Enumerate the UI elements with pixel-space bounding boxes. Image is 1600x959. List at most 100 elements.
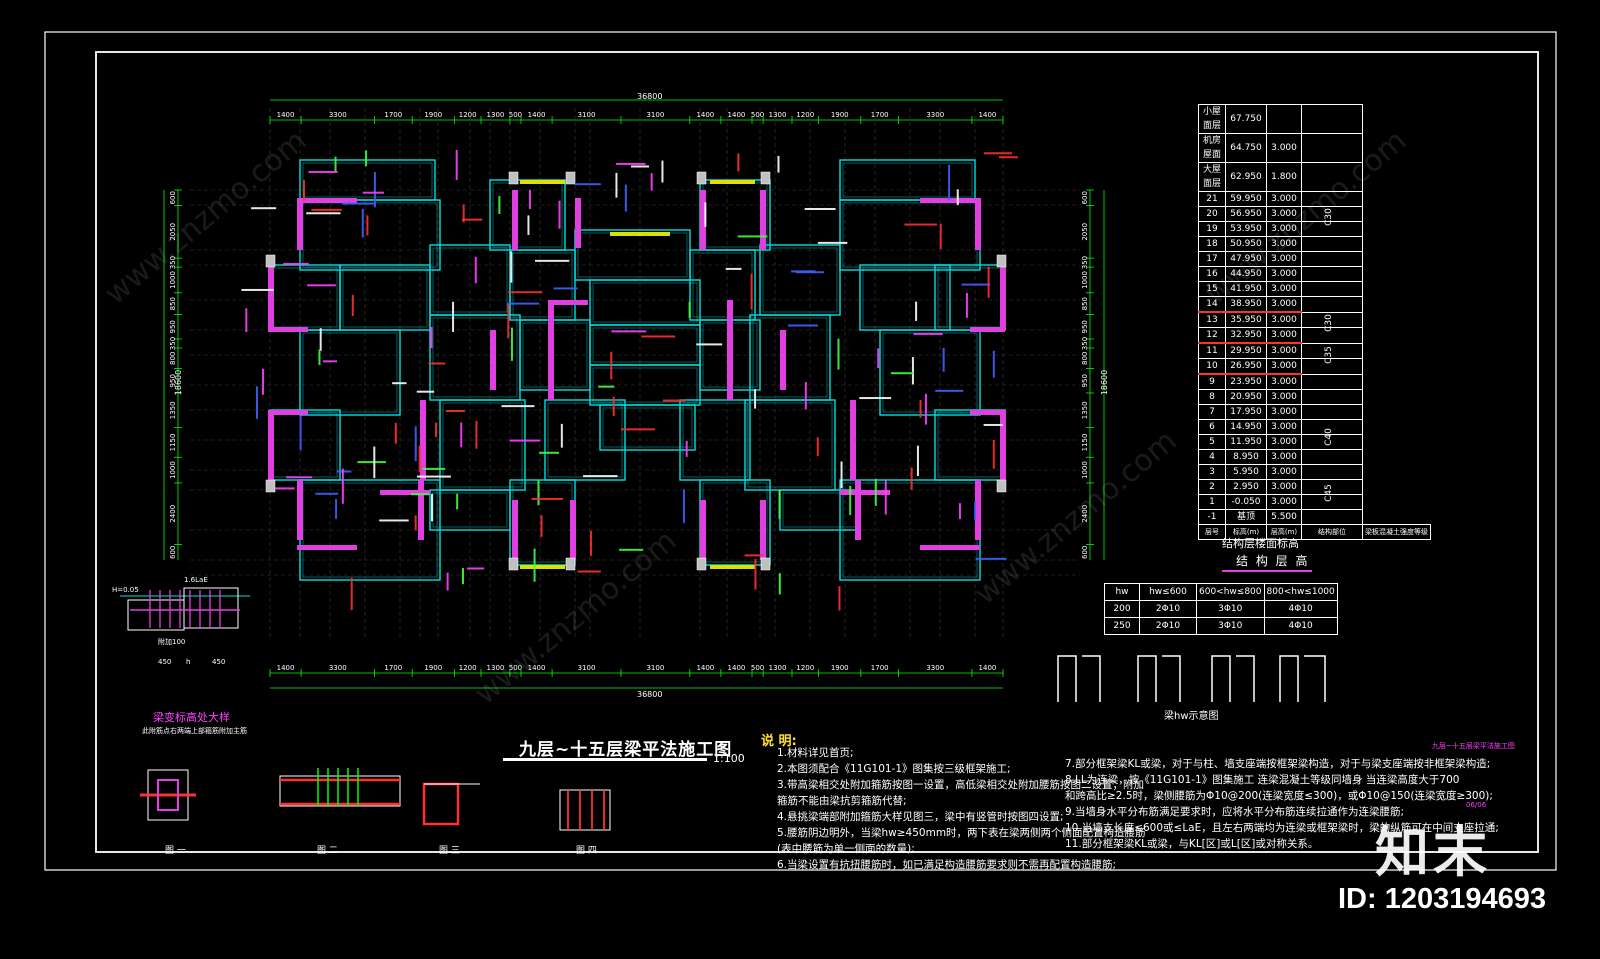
dim-label: 1300 — [487, 111, 505, 119]
grade-cell — [1301, 162, 1363, 192]
shear-wall — [512, 190, 518, 250]
beam-annotation-mark — [307, 284, 336, 287]
beam-annotation-mark — [286, 476, 313, 479]
titleblock-sheet-no: 06/06 — [1466, 801, 1487, 809]
height-cell: 1.800 — [1266, 162, 1302, 192]
dim-label: 1400 — [728, 664, 746, 672]
beam-annotation-mark — [574, 183, 601, 186]
shear-wall — [418, 480, 424, 540]
height-cell: 3.000 — [1266, 464, 1302, 480]
fig1-stirrup — [157, 779, 179, 811]
floor-footer-cell: 梁板混凝土强度等级 — [1362, 524, 1431, 540]
beam-annotation-mark — [992, 350, 995, 378]
detail-left-beam-high — [183, 587, 239, 629]
elevation-cell: 64.750 — [1225, 133, 1267, 163]
beam-annotation-mark — [373, 446, 376, 479]
beam-annotation-mark — [577, 570, 601, 573]
elevation-cell: 5.950 — [1225, 464, 1267, 480]
floor-cell: 4 — [1198, 449, 1226, 465]
beam-annotation-mark — [804, 208, 836, 211]
beam-annotation-mark — [509, 439, 541, 442]
wall-inner-line — [577, 232, 688, 278]
height-cell: 3.000 — [1266, 389, 1302, 405]
beam-annotation-mark — [455, 150, 458, 180]
floor-cell: 1 — [1198, 494, 1226, 510]
wall-outline — [749, 314, 831, 401]
beam-annotation-mark — [777, 155, 780, 173]
beam-annotation-mark — [467, 567, 485, 570]
elevation-cell: 2.950 — [1225, 479, 1267, 495]
vdim-label: 1000 — [169, 461, 177, 479]
column — [565, 171, 576, 185]
beam-annotation-mark — [948, 164, 951, 201]
wall-inner-line — [272, 267, 338, 328]
dim-label: 3100 — [578, 664, 596, 672]
wall-inner-line — [702, 482, 768, 563]
note-line: 4.悬挑梁端部附加箍筋大样见图三，梁中有竖管时按图四设置; — [777, 811, 1064, 823]
floor-cell: 9 — [1198, 373, 1226, 390]
figure-4-caption: 图 四 — [576, 846, 597, 856]
grade-cell — [1301, 281, 1363, 297]
wall-inner-line — [512, 252, 573, 318]
beam-annotation-mark — [341, 468, 344, 504]
floor-cell: 3 — [1198, 464, 1226, 480]
hw-sketch-b — [1082, 655, 1101, 702]
beam-annotation-mark — [306, 212, 341, 215]
vdim-label: 350 — [1081, 256, 1089, 269]
detail-dim-1: 450 — [158, 658, 172, 666]
floor-cell: 机房屋面 — [1198, 133, 1226, 163]
vdim-label: 2400 — [169, 505, 177, 523]
hw-cell: 2Φ10 — [1139, 600, 1197, 618]
hw-cell: 3Φ10 — [1196, 617, 1265, 635]
shear-wall — [268, 410, 274, 480]
floor-cell: 11 — [1198, 342, 1226, 359]
wall-inner-line — [682, 402, 748, 478]
beam-annotation-mark — [255, 386, 258, 419]
dim-label: 1400 — [696, 664, 714, 672]
drawing-title: 九层~十五层梁平法施工图 — [519, 740, 733, 760]
shear-wall — [575, 198, 581, 248]
dim-label: 3300 — [926, 664, 944, 672]
beam-annotation-mark — [430, 326, 433, 349]
figure-1-caption: 图 一 — [165, 846, 186, 856]
beam-annotation-mark — [682, 489, 685, 523]
wall-outline — [429, 489, 511, 531]
beam-annotation-mark — [840, 461, 843, 489]
wall-outline — [544, 399, 626, 481]
beam-annotation-mark — [838, 586, 841, 611]
beam-annotation-mark — [315, 492, 339, 495]
floor-cell: 19 — [1198, 221, 1226, 237]
wall-inner-line — [842, 162, 973, 198]
detail-label-top: 1.6LaE — [184, 576, 208, 584]
vdim-label: 800 — [169, 352, 177, 365]
vdim-label: 2400 — [1081, 505, 1089, 523]
dim-label: 1700 — [384, 111, 402, 119]
height-cell: 3.000 — [1266, 358, 1302, 375]
vdim-label: 800 — [1081, 352, 1089, 365]
elevation-cell: 67.750 — [1225, 104, 1267, 134]
shear-wall — [975, 480, 981, 540]
wall-outline — [839, 159, 976, 201]
wall-outline — [934, 264, 1006, 331]
grade-cell — [1301, 373, 1363, 390]
beam-annotation-mark — [362, 191, 384, 194]
vdim-label: 600 — [169, 546, 177, 559]
beam-annotation-mark — [620, 428, 655, 431]
elevation-cell: 26.950 — [1225, 358, 1267, 375]
beam-annotation-mark — [924, 393, 927, 425]
concrete-grade-label: C30 — [1323, 314, 1334, 332]
floor-plan — [190, 108, 1080, 640]
height-cell: 3.000 — [1266, 327, 1302, 344]
beam-annotation-mark — [501, 405, 535, 408]
beam-annotation-mark — [696, 343, 723, 346]
beam-annotation-mark — [558, 200, 561, 229]
concrete-grade-label: C45 — [1323, 484, 1334, 502]
overall-width-top: 36800 — [637, 92, 663, 101]
yellow-beam-marker — [710, 565, 755, 569]
wall-inner-line — [752, 317, 828, 398]
detail-dim-2: h — [186, 658, 191, 666]
